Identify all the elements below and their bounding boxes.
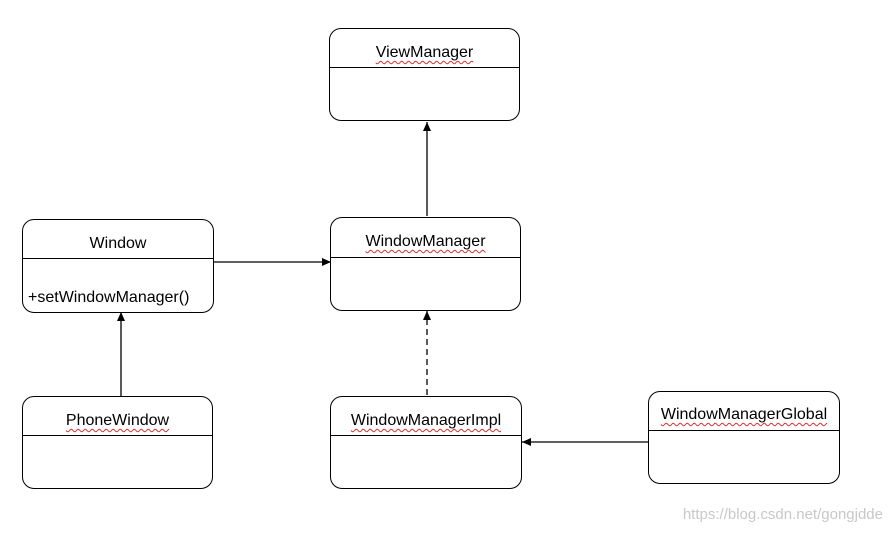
- class-divider: [331, 257, 520, 258]
- class-box-windowmanager: WindowManager: [330, 217, 521, 311]
- class-divider: [23, 435, 212, 436]
- class-box-viewmanager: ViewManager: [329, 28, 520, 121]
- class-divider: [649, 430, 839, 431]
- class-name: WindowManagerGlobal: [660, 406, 828, 423]
- class-box-windowmanagerimpl: WindowManagerImpl: [330, 396, 522, 489]
- class-box-window: Window +setWindowManager(): [22, 219, 214, 313]
- class-name: WindowManager: [365, 233, 486, 250]
- class-name: Window: [89, 235, 147, 252]
- class-name: WindowManagerImpl: [350, 412, 502, 429]
- class-box-windowmanagerglobal: WindowManagerGlobal: [648, 391, 840, 484]
- watermark: https://blog.csdn.net/gongjdde: [682, 506, 883, 523]
- class-method: +setWindowManager(): [28, 289, 190, 306]
- class-divider: [331, 435, 521, 436]
- class-name: PhoneWindow: [65, 412, 170, 429]
- class-divider: [330, 67, 519, 68]
- class-name: ViewManager: [375, 44, 474, 61]
- class-box-phonewindow: PhoneWindow: [22, 396, 213, 489]
- class-divider: [23, 258, 213, 259]
